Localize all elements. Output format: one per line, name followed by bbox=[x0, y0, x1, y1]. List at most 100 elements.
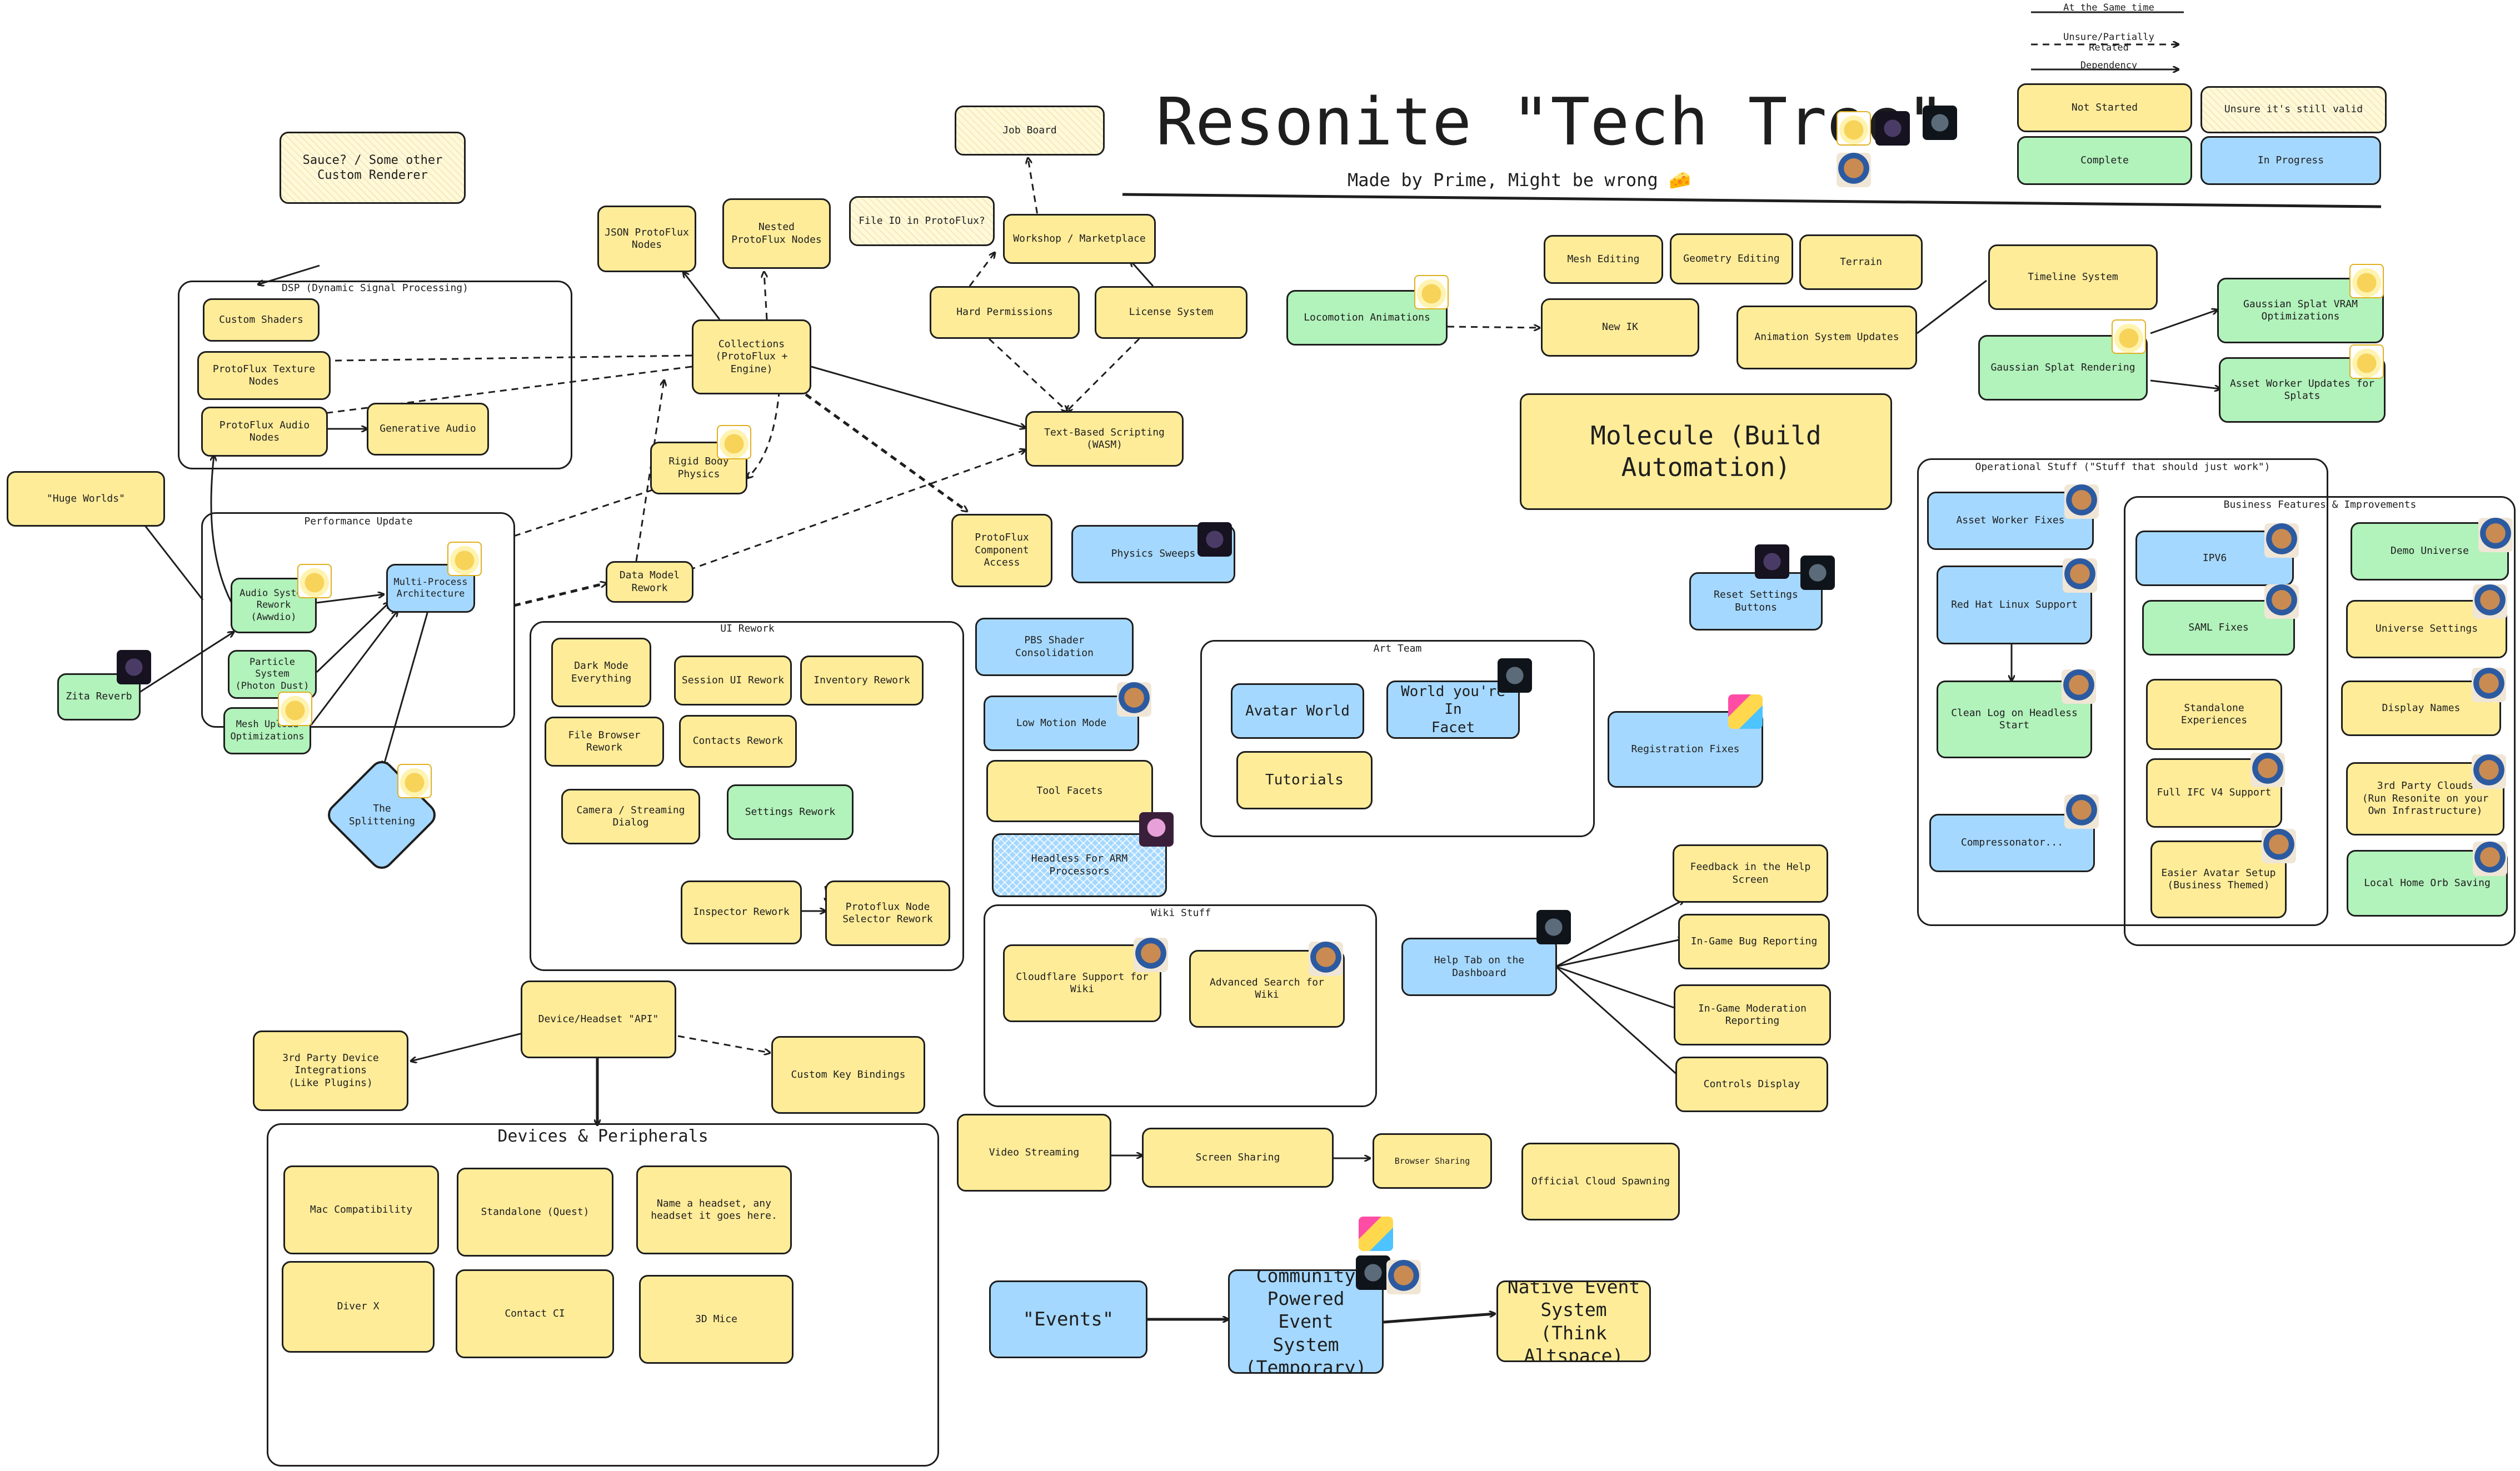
avatar-icon bbox=[1728, 694, 1763, 729]
node-controls-display[interactable]: Controls Display bbox=[1675, 1057, 1828, 1112]
node-low-motion[interactable]: Low Motion Mode bbox=[984, 696, 1139, 751]
avatar-icon bbox=[2472, 668, 2506, 702]
node-mesh-edit[interactable]: Mesh Editing bbox=[1544, 235, 1663, 284]
avatar-icon bbox=[297, 564, 332, 598]
group-art-team-label: Art Team bbox=[1373, 643, 1422, 654]
node-contact-ci[interactable]: Contact CI bbox=[456, 1269, 614, 1358]
node-text-scripting[interactable]: Text-Based Scripting (WASM) bbox=[1025, 411, 1184, 467]
avatar-icon bbox=[2262, 829, 2296, 863]
node-help-tab[interactable]: Help Tab on the Dashboard bbox=[1401, 938, 1557, 996]
arrow-api-thirdparty bbox=[411, 1032, 523, 1061]
node-asset-worker-fixes[interactable]: Asset Worker Fixes bbox=[1927, 492, 2094, 550]
avatar-icon bbox=[2250, 753, 2285, 787]
group-dsp-label: DSP (Dynamic Signal Processing) bbox=[282, 282, 468, 294]
node-tutorials[interactable]: Tutorials bbox=[1236, 751, 1373, 809]
node-timeline[interactable]: Timeline System bbox=[1988, 244, 2158, 310]
node-registration[interactable]: Registration Fixes bbox=[1608, 711, 1763, 788]
node-custom-shaders[interactable]: Custom Shaders bbox=[203, 298, 320, 342]
node-data-model[interactable]: Data Model Rework bbox=[606, 561, 693, 603]
arrow-collections-nested bbox=[764, 272, 767, 320]
node-job-board[interactable]: Job Board bbox=[955, 106, 1105, 156]
node-file-io[interactable]: File IO in ProtoFlux? bbox=[849, 196, 995, 246]
node-gen-audio[interactable]: Generative Audio bbox=[367, 403, 489, 456]
node-universe-settings[interactable]: Universe Settings bbox=[2346, 600, 2507, 658]
avatar-icon bbox=[2349, 344, 2384, 379]
node-pf-audio[interactable]: ProtoFlux Audio Nodes bbox=[201, 407, 328, 457]
avatar-icon bbox=[447, 542, 482, 576]
arrow-multiprocess-datamodel bbox=[513, 583, 606, 607]
node-particle[interactable]: Particle System (Photon Dust) bbox=[228, 650, 317, 699]
node-new-ik[interactable]: New IK bbox=[1541, 298, 1699, 357]
node-workshop[interactable]: Workshop / Marketplace bbox=[1003, 214, 1156, 264]
node-pf-texture[interactable]: ProtoFlux Texture Nodes bbox=[197, 351, 331, 400]
node-native-events[interactable]: Native Event System (Think Altspace) bbox=[1496, 1280, 1651, 1362]
node-bug-report[interactable]: In-Game Bug Reporting bbox=[1678, 914, 1830, 969]
node-splittening[interactable]: The Splittening bbox=[348, 803, 416, 827]
node-video-streaming[interactable]: Video Streaming bbox=[957, 1114, 1111, 1192]
node-name-headset[interactable]: Name a headset, any headset it goes here… bbox=[636, 1165, 792, 1254]
node-collections[interactable]: Collections (ProtoFlux + Engine) bbox=[692, 319, 811, 394]
node-diver-x[interactable]: Diver X bbox=[282, 1261, 435, 1353]
node-license[interactable]: License System bbox=[1095, 286, 1247, 339]
node-json-pf[interactable]: JSON ProtoFlux Nodes bbox=[597, 206, 696, 272]
line-anim-timeline bbox=[1917, 279, 1987, 334]
node-avatar-world[interactable]: Avatar World bbox=[1231, 683, 1364, 739]
avatar-icon bbox=[1498, 658, 1532, 693]
node-official-cloud[interactable]: Official Cloud Spawning bbox=[1521, 1143, 1680, 1220]
node-terrain[interactable]: Terrain bbox=[1799, 234, 1923, 290]
avatar-icon bbox=[1414, 275, 1449, 309]
node-mac[interactable]: Mac Compatibility bbox=[283, 1165, 439, 1254]
group-business bbox=[2124, 496, 2516, 946]
node-events[interactable]: "Events" bbox=[989, 1280, 1147, 1358]
node-session-ui[interactable]: Session UI Rework bbox=[674, 656, 792, 706]
node-local-home[interactable]: Local Home Orb Saving bbox=[2347, 850, 2508, 917]
node-ipv6[interactable]: IPV6 bbox=[2135, 531, 2294, 586]
avatar-icon bbox=[2063, 558, 2097, 593]
node-compressonator[interactable]: Compressonator... bbox=[1929, 814, 2095, 872]
node-splittening-shape[interactable]: The Splittening bbox=[322, 755, 442, 875]
node-geometry-edit[interactable]: Geometry Editing bbox=[1670, 233, 1793, 284]
node-pf-selector[interactable]: Protoflux Node Selector Rework bbox=[825, 880, 950, 946]
node-camera[interactable]: Camera / Streaming Dialog bbox=[561, 789, 700, 844]
arrow-help-controls bbox=[1555, 965, 1684, 1080]
node-third-party-device[interactable]: 3rd Party Device Integrations (Like Plug… bbox=[253, 1030, 408, 1111]
node-standalone-quest[interactable]: Standalone (Quest) bbox=[457, 1168, 613, 1257]
node-headless-arm[interactable]: Headless For ARM Processors bbox=[992, 833, 1167, 897]
group-operational-label: Operational Stuff ("Stuff that should ju… bbox=[1975, 461, 2271, 473]
node-molecule[interactable]: Molecule (Build Automation) bbox=[1520, 393, 1892, 510]
node-anim-updates[interactable]: Animation System Updates bbox=[1736, 306, 1917, 369]
node-inspector[interactable]: Inspector Rework bbox=[681, 880, 802, 944]
node-display-names[interactable]: Display Names bbox=[2341, 681, 2501, 736]
node-pbs[interactable]: PBS Shader Consolidation bbox=[975, 618, 1134, 676]
node-device-api[interactable]: Device/Headset "API" bbox=[521, 980, 676, 1058]
node-audio-rework[interactable]: Audio System Rework (Awwdio) bbox=[231, 578, 317, 633]
legend-unsure: Unsure/Partially Related bbox=[2063, 32, 2154, 53]
node-standalone-exp[interactable]: Standalone Experiences bbox=[2146, 679, 2282, 750]
node-feedback-help[interactable]: Feedback in the Help Screen bbox=[1673, 844, 1828, 903]
node-sauce[interactable]: Sauce? / Some other Custom Renderer bbox=[280, 132, 466, 204]
avatar-icon bbox=[1309, 942, 1343, 976]
node-hard-perms[interactable]: Hard Permissions bbox=[930, 286, 1080, 339]
avatar-icon bbox=[2478, 518, 2513, 552]
group-wiki-label: Wiki Stuff bbox=[1150, 907, 1211, 919]
node-dark-mode[interactable]: Dark Mode Everything bbox=[551, 638, 651, 707]
node-inventory[interactable]: Inventory Rework bbox=[800, 656, 924, 706]
node-browser-sharing[interactable]: Browser Sharing bbox=[1373, 1133, 1492, 1189]
node-pf-component[interactable]: ProtoFlux Component Access bbox=[951, 514, 1052, 587]
node-3d-mice[interactable]: 3D Mice bbox=[639, 1275, 794, 1364]
avatar-icon bbox=[397, 764, 432, 798]
node-nested-pf[interactable]: Nested ProtoFlux Nodes bbox=[722, 198, 831, 269]
node-file-browser[interactable]: File Browser Rework bbox=[545, 717, 664, 767]
node-community-events[interactable]: Community Powered Event System (Temporar… bbox=[1228, 1269, 1384, 1374]
node-contacts[interactable]: Contacts Rework bbox=[679, 715, 797, 768]
avatar-icon bbox=[1755, 544, 1789, 579]
node-huge-worlds[interactable]: "Huge Worlds" bbox=[7, 471, 165, 527]
node-settings-rework[interactable]: Settings Rework bbox=[727, 784, 854, 840]
avatar-icon bbox=[2264, 584, 2299, 619]
node-tool-facets[interactable]: Tool Facets bbox=[986, 760, 1153, 822]
node-custom-keys[interactable]: Custom Key Bindings bbox=[771, 1036, 925, 1114]
node-moderation[interactable]: In-Game Moderation Reporting bbox=[1674, 984, 1831, 1045]
node-screen-sharing[interactable]: Screen Sharing bbox=[1142, 1128, 1334, 1188]
group-ui-rework-label: UI Rework bbox=[720, 623, 775, 634]
legend-complete: Complete bbox=[2017, 136, 2192, 185]
